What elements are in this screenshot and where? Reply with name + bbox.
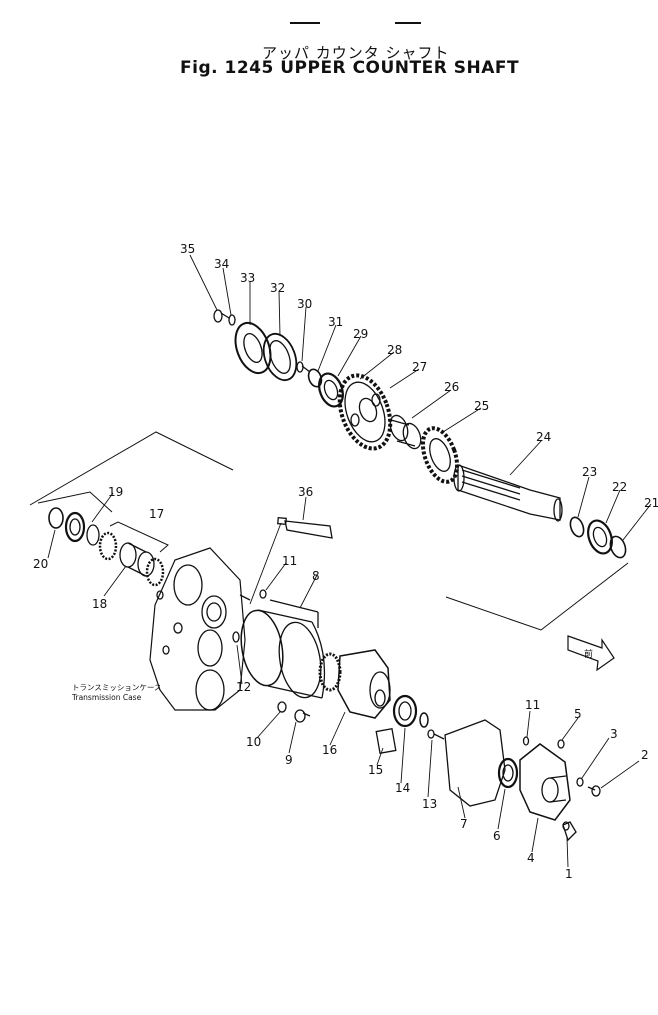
part-1-elbow: [562, 821, 577, 842]
header-rule-right: [395, 22, 421, 24]
leader-lines: [47, 254, 652, 868]
part-23-collar: [569, 516, 585, 538]
callout-15: 15: [368, 763, 383, 777]
callout-27: 27: [412, 360, 427, 374]
part-19b-spacer: [86, 524, 100, 546]
part-20-snap-ring: [48, 507, 64, 529]
part-12-o-ring: [232, 631, 240, 643]
callout-1: 1: [565, 867, 573, 881]
callout-16: 16: [322, 743, 337, 757]
part-25-gear: [420, 426, 460, 484]
part-11-washer: [259, 589, 267, 599]
figure-title: Fig. 1245 UPPER COUNTER SHAFT: [180, 58, 520, 78]
callout-4: 4: [527, 851, 535, 865]
part-8-housing: [240, 599, 326, 699]
callout-36: 36: [298, 485, 313, 499]
case-label-english: Transmission Case: [71, 693, 142, 702]
transmission-case: [149, 547, 251, 711]
callout-11-b: 11: [525, 698, 540, 712]
part-7-gasket: [444, 719, 506, 807]
part-33-plate: [234, 321, 272, 375]
callout-8: 8: [312, 569, 320, 583]
front-arrow-label: 前: [584, 648, 593, 660]
part-4-cover: [519, 743, 571, 821]
part-5-plug: [557, 739, 565, 749]
callout-2: 2: [641, 748, 649, 762]
part-34-washer: [228, 314, 236, 326]
callout-34: 34: [214, 257, 229, 271]
callout-6: 6: [493, 829, 501, 843]
part-30-bolt: [296, 361, 311, 373]
title-japanese: アッパ カウンタ シャフト: [262, 44, 450, 62]
part-27-gear: [337, 373, 393, 451]
callout-13: 13: [422, 797, 437, 811]
callout-11-a: 11: [282, 554, 297, 568]
part-11b-o-ring: [522, 736, 530, 746]
part-32-shim: [262, 332, 298, 382]
part-24-counter-shaft: [453, 464, 563, 522]
callout-5: 5: [574, 707, 582, 721]
part-10-9-bolt: [277, 701, 311, 723]
callout-23: 23: [582, 465, 597, 479]
part-15-sleeve: [375, 728, 397, 754]
part-13-bolt: [427, 729, 445, 740]
part-35-bolt: [213, 309, 230, 323]
part-26-spacer: [389, 414, 422, 450]
callout-30: 30: [297, 297, 312, 311]
callout-18: 18: [92, 597, 107, 611]
callout-9: 9: [285, 753, 293, 767]
callout-numbers: 1 2 3 4 5 6 7 8 9 10 11 11 12 13 14 15 1…: [33, 242, 658, 881]
callout-19: 19: [108, 485, 123, 499]
callout-28: 28: [387, 343, 402, 357]
part-19-bearing: [64, 511, 86, 543]
part-36-sealant-tube: [277, 516, 333, 539]
callout-3: 3: [610, 727, 618, 741]
callout-35: 35: [180, 242, 195, 256]
upper-shaft-assembly: [29, 309, 629, 631]
part-22-bearing: [587, 519, 613, 555]
front-arrow: [567, 635, 615, 672]
part-18-spacer: [119, 542, 155, 577]
header-rule-left: [290, 22, 320, 24]
callout-32: 32: [270, 281, 285, 295]
part-14b-snap-ring: [419, 712, 429, 728]
callout-22: 22: [612, 480, 627, 494]
callout-10: 10: [246, 735, 261, 749]
callout-26: 26: [444, 380, 459, 394]
callout-12: 12: [236, 680, 251, 694]
callout-21: 21: [644, 496, 658, 510]
part-21-snap-ring: [609, 535, 627, 559]
callout-14: 14: [395, 781, 410, 795]
upper-assembly-bracket: [445, 562, 629, 631]
part-14-bearing: [392, 694, 418, 728]
part-16-gear-carrier: [318, 649, 391, 719]
callout-17: 17: [149, 507, 164, 521]
part-6-bearing: [497, 757, 519, 789]
part-17-roller-bearing: [98, 531, 165, 587]
callout-25: 25: [474, 399, 489, 413]
case-label-japanese: トランスミッションケース: [72, 683, 161, 692]
left-bracket: [29, 431, 234, 506]
callout-20: 20: [33, 557, 48, 571]
part-2-bolt: [587, 785, 601, 797]
bracket-17: [109, 521, 169, 553]
callout-31: 31: [328, 315, 343, 329]
left-bearing-group: [37, 491, 169, 587]
part-3-washer: [576, 777, 584, 787]
callout-7: 7: [460, 817, 468, 831]
bracket-19: [37, 491, 113, 513]
callout-29: 29: [353, 327, 368, 341]
callout-33: 33: [240, 271, 255, 285]
callout-24: 24: [536, 430, 551, 444]
